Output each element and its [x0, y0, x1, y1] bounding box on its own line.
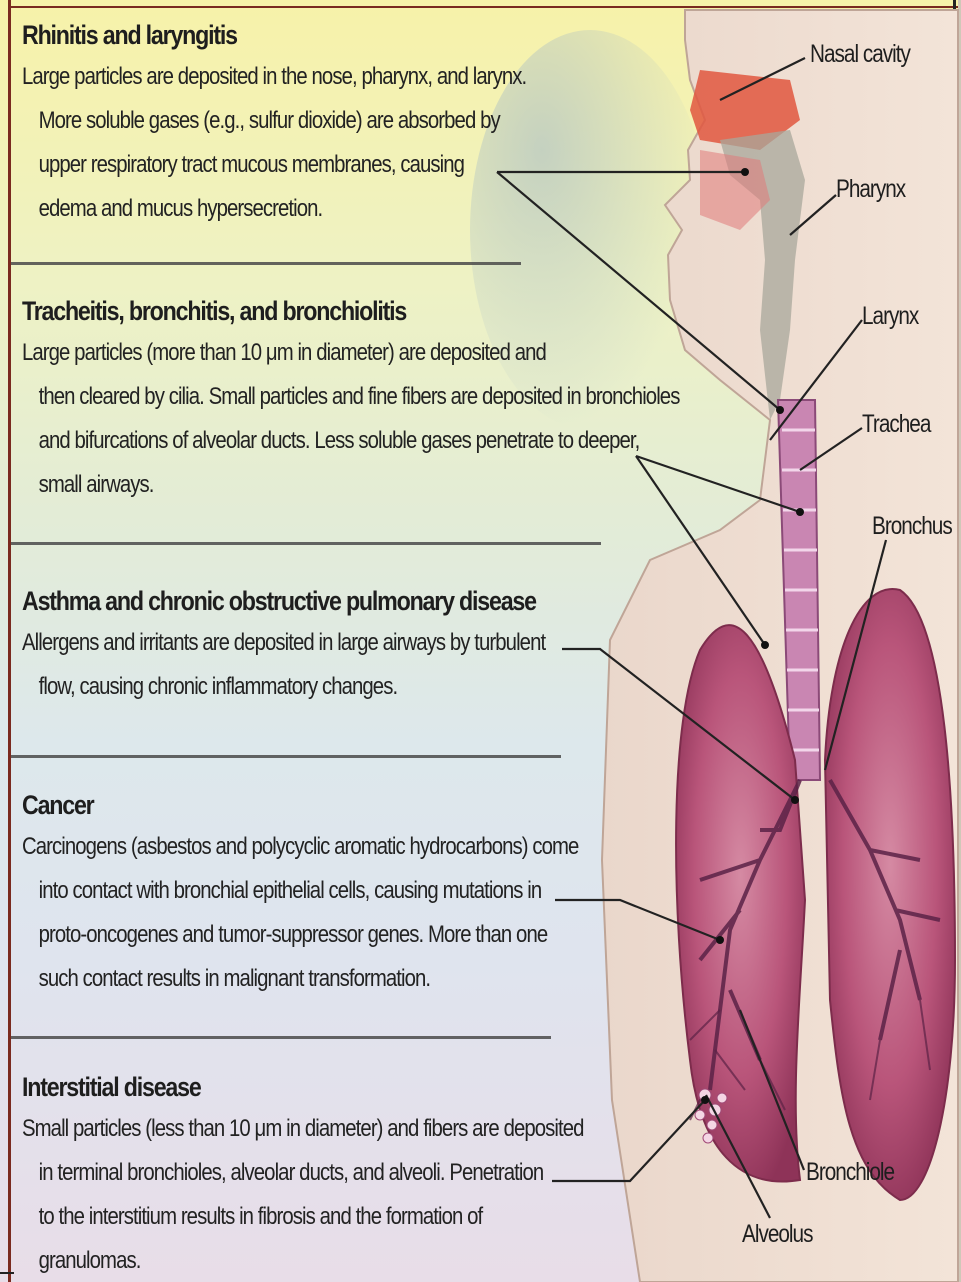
section-divider: [11, 262, 521, 265]
label-bronchus: Bronchus: [872, 512, 952, 541]
label-pharynx: Pharynx: [836, 175, 905, 204]
section-divider: [11, 1036, 551, 1039]
body-line: into contact with bronchial epithelial c…: [22, 877, 541, 904]
label-bronchiole: Bronchiole: [806, 1158, 894, 1187]
section-title: Asthma and chronic obstructive pulmonary…: [22, 586, 572, 617]
section-divider: [11, 755, 561, 758]
section-asthma-copd: Asthma and chronic obstructive pulmonary…: [22, 586, 662, 709]
section-title: Rhinitis and laryngitis: [22, 20, 572, 51]
section-interstitial: Interstitial disease Small particles (le…: [22, 1072, 662, 1282]
body-line: small airways.: [22, 471, 154, 498]
body-line: and bifurcations of alveolar ducts. Less…: [22, 427, 639, 454]
body-line: Allergens and irritants are deposited in…: [22, 629, 545, 656]
section-divider: [11, 542, 601, 545]
section-rhinitis: Rhinitis and laryngitis Large particles …: [22, 20, 662, 231]
body-line: Carcinogens (asbestos and polycyclic aro…: [22, 833, 578, 860]
label-larynx: Larynx: [862, 302, 918, 331]
section-cancer: Cancer Carcinogens (asbestos and polycyc…: [22, 790, 662, 1001]
section-body: Allergens and irritants are deposited in…: [22, 621, 553, 709]
body-line: proto-oncogenes and tumor-suppressor gen…: [22, 921, 547, 948]
section-title: Cancer: [22, 790, 572, 821]
section-tracheitis: Tracheitis, bronchitis, and bronchioliti…: [22, 296, 662, 507]
body-line: Large particles are deposited in the nos…: [22, 63, 526, 90]
body-line: upper respiratory tract mucous membranes…: [22, 151, 464, 178]
label-trachea: Trachea: [862, 410, 930, 439]
body-line: granulomas.: [22, 1247, 140, 1274]
section-body: Large particles are deposited in the nos…: [22, 55, 553, 231]
section-body: Carcinogens (asbestos and polycyclic aro…: [22, 825, 553, 1001]
section-title: Tracheitis, bronchitis, and bronchioliti…: [22, 296, 572, 327]
body-line: in terminal bronchioles, alveolar ducts,…: [22, 1159, 543, 1186]
body-line: More soluble gases (e.g., sulfur dioxide…: [22, 107, 500, 134]
section-title: Interstitial disease: [22, 1072, 572, 1103]
label-alveolus: Alveolus: [742, 1220, 812, 1249]
body-line: such contact results in malignant transf…: [22, 965, 430, 992]
body-line: flow, causing chronic inflammatory chang…: [22, 673, 397, 700]
label-nasal-cavity: Nasal cavity: [810, 40, 910, 69]
section-body: Large particles (more than 10 μm in diam…: [22, 331, 553, 507]
body-line: Large particles (more than 10 μm in diam…: [22, 339, 546, 366]
body-line: then cleared by cilia. Small particles a…: [22, 383, 679, 410]
body-line: to the interstitium results in fibrosis …: [22, 1203, 482, 1230]
section-body: Small particles (less than 10 μm in diam…: [22, 1107, 553, 1282]
body-line: Small particles (less than 10 μm in diam…: [22, 1115, 584, 1142]
body-line: edema and mucus hypersecretion.: [22, 195, 322, 222]
